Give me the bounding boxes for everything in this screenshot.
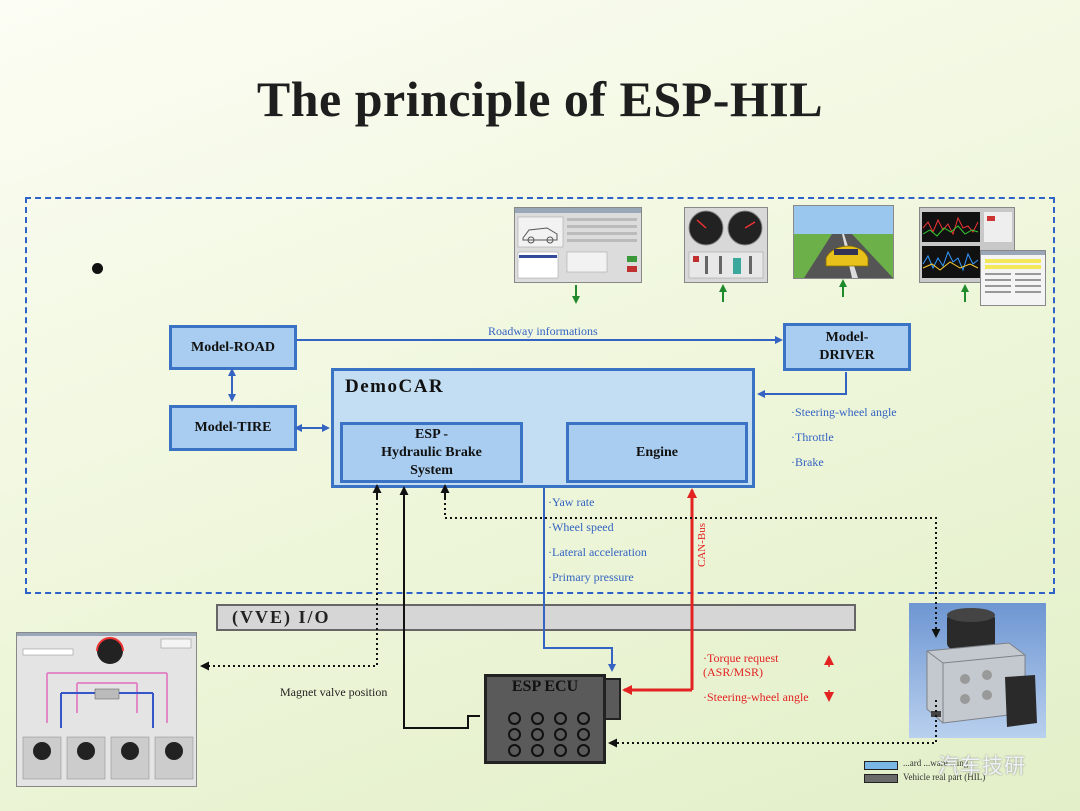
driver-output-brake: ·Brake bbox=[791, 455, 824, 469]
hydraulic-ecu-link bbox=[608, 700, 937, 748]
engine-block: Engine bbox=[566, 422, 748, 483]
esp-line1: ESP - bbox=[414, 426, 449, 442]
simulation-frame bbox=[25, 197, 1055, 594]
model-driver-line1: Model- bbox=[825, 330, 869, 345]
driver-output-throttle: ·Throttle bbox=[791, 430, 834, 444]
legend-swatch-real-part bbox=[864, 774, 898, 783]
torque-request-line2: (ASR/MSR) bbox=[703, 665, 764, 679]
io-bar: (VVE) I/O bbox=[216, 604, 856, 631]
brake-hydraulics-thumbnail-icon bbox=[17, 633, 196, 780]
car-on-road-thumbnail-icon bbox=[794, 206, 893, 278]
model-tire-block: Model-TIRE bbox=[169, 405, 297, 451]
sensor-to-ecu-line bbox=[543, 488, 616, 672]
esp-hydraulic-brake-block: ESP - Hydraulic Brake System bbox=[340, 422, 523, 483]
screenshot-instrument-cluster bbox=[684, 207, 768, 283]
screenshot-brake-hydraulics bbox=[16, 632, 197, 787]
model-driver-block: Model- DRIVER bbox=[783, 323, 911, 371]
hydraulic-unit-photo-icon bbox=[926, 608, 1037, 727]
torque-request-line1: ·Torque request bbox=[703, 651, 779, 665]
legend-text-simulation: ...ard ...ware ...ing ... bbox=[903, 758, 978, 768]
sensor-lateral-acceleration: ·Lateral acceleration bbox=[548, 545, 647, 559]
esp-hydraulic-link bbox=[444, 488, 941, 638]
esp-ecu-label: ESP ECU bbox=[511, 678, 579, 695]
torque-request-label: ·Torque request (ASR/MSR) bbox=[703, 651, 778, 679]
sensor-primary-pressure: ·Primary pressure bbox=[548, 570, 634, 584]
model-driver-line2: DRIVER bbox=[819, 348, 875, 363]
steering-angle-label: ·Steering-wheel angle bbox=[703, 690, 809, 704]
screenshot-data-window bbox=[980, 250, 1046, 306]
sensor-yaw-rate: ·Yaw rate bbox=[548, 495, 595, 509]
ecu-control-line bbox=[399, 486, 480, 729]
screenshot-vehicle-dialog bbox=[514, 207, 642, 283]
esp-line3: System bbox=[410, 462, 453, 478]
driver-output-steering: ·Steering-wheel angle bbox=[791, 405, 897, 419]
sensor-wheel-speed: ·Wheel speed bbox=[548, 520, 614, 534]
magnet-valve-label: Magnet valve position bbox=[280, 685, 388, 699]
photo-hydraulic-unit bbox=[909, 603, 1046, 738]
page-title: The principle of ESP-HIL bbox=[256, 71, 824, 127]
esp-ecu-pins bbox=[508, 712, 590, 757]
screenshot-road-animation bbox=[793, 205, 894, 279]
esp-line2: Hydraulic Brake bbox=[381, 444, 482, 460]
democar-label: DemoCAR bbox=[345, 376, 445, 397]
magnet-valve-line bbox=[200, 488, 378, 671]
gauges-thumbnail-icon bbox=[688, 210, 764, 279]
plots-thumbnail-icon bbox=[922, 212, 1012, 278]
esp-ecu-connector bbox=[604, 678, 621, 720]
data-table-thumbnail-icon bbox=[981, 251, 1045, 293]
driver-democar-arrow bbox=[757, 372, 847, 398]
watermark-text: 汽车技研 bbox=[938, 754, 1026, 778]
legend-swatch-simulation bbox=[864, 761, 898, 770]
roadway-label: Roadway informations bbox=[488, 324, 598, 338]
bullet-point bbox=[92, 263, 103, 274]
legend-text-real-part: Vehicle real part (HIL) bbox=[903, 772, 986, 782]
vehicle-dialog-thumbnail-icon bbox=[515, 208, 641, 279]
